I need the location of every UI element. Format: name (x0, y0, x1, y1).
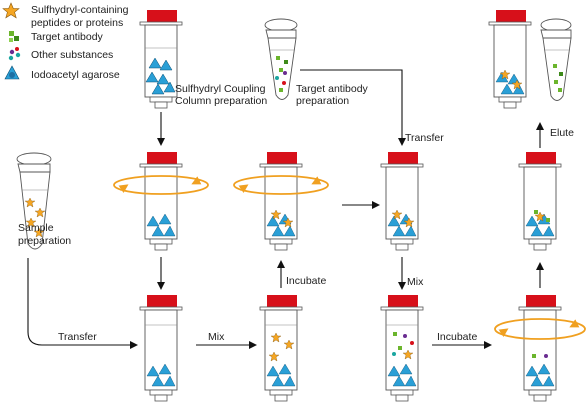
rotation-indicator (233, 175, 329, 195)
column-prep-label: Sulfhydryl Coupling (175, 83, 266, 95)
column-bottom-2 (259, 295, 303, 402)
column-bottom-4 (518, 295, 562, 402)
antibody-prep-label-2: preparation (296, 95, 349, 107)
peptide-star-icon (2, 2, 20, 19)
column-top-1 (139, 10, 183, 109)
antibody-prep-label: Target antibody (296, 83, 369, 95)
legend-agarose-label: Iodoacetyl agarose (31, 69, 120, 81)
column-mid-4 (518, 152, 562, 251)
sample-prep-label-2: preparation (18, 235, 71, 247)
column-bottom-3 (380, 295, 424, 402)
sample-prep-label: Sample (18, 222, 54, 234)
transfer-top-label: Transfer (405, 132, 444, 144)
rotation-indicator (494, 318, 586, 340)
column-prep-label-2: Column preparation (175, 95, 267, 107)
agarose-icon (4, 65, 20, 80)
elute-column (488, 10, 532, 109)
elute-label: Elute (550, 127, 574, 139)
eluted-tube (540, 18, 572, 101)
column-mid-3 (380, 152, 424, 251)
column-bottom-1 (139, 295, 183, 402)
incubate-bottom-label: Incubate (437, 331, 477, 343)
mix-right-label: Mix (407, 276, 424, 288)
transfer-bottom-label: Transfer (58, 331, 97, 343)
flow-arrows (27, 69, 544, 349)
legend-peptides-label: Sulfhydryl-containing (31, 4, 129, 16)
antibody-tube (264, 18, 298, 100)
legend-peptides-label-2: peptides or proteins (31, 17, 123, 29)
mix-bottom-label: Mix (208, 331, 225, 343)
agarose-beads (145, 57, 176, 95)
legend: Sulfhydryl-containing peptides or protei… (2, 2, 129, 81)
column-mid-1 (139, 152, 183, 251)
incubate-label: Incubate (286, 275, 326, 287)
sample-tube (16, 152, 52, 250)
other-substances-icon (8, 47, 21, 61)
legend-other-label: Other substances (31, 49, 113, 61)
rotation-indicator (113, 175, 209, 195)
column-mid-2 (259, 152, 303, 251)
antibody-icon (9, 31, 19, 42)
legend-antibody-label: Target antibody (31, 31, 104, 43)
